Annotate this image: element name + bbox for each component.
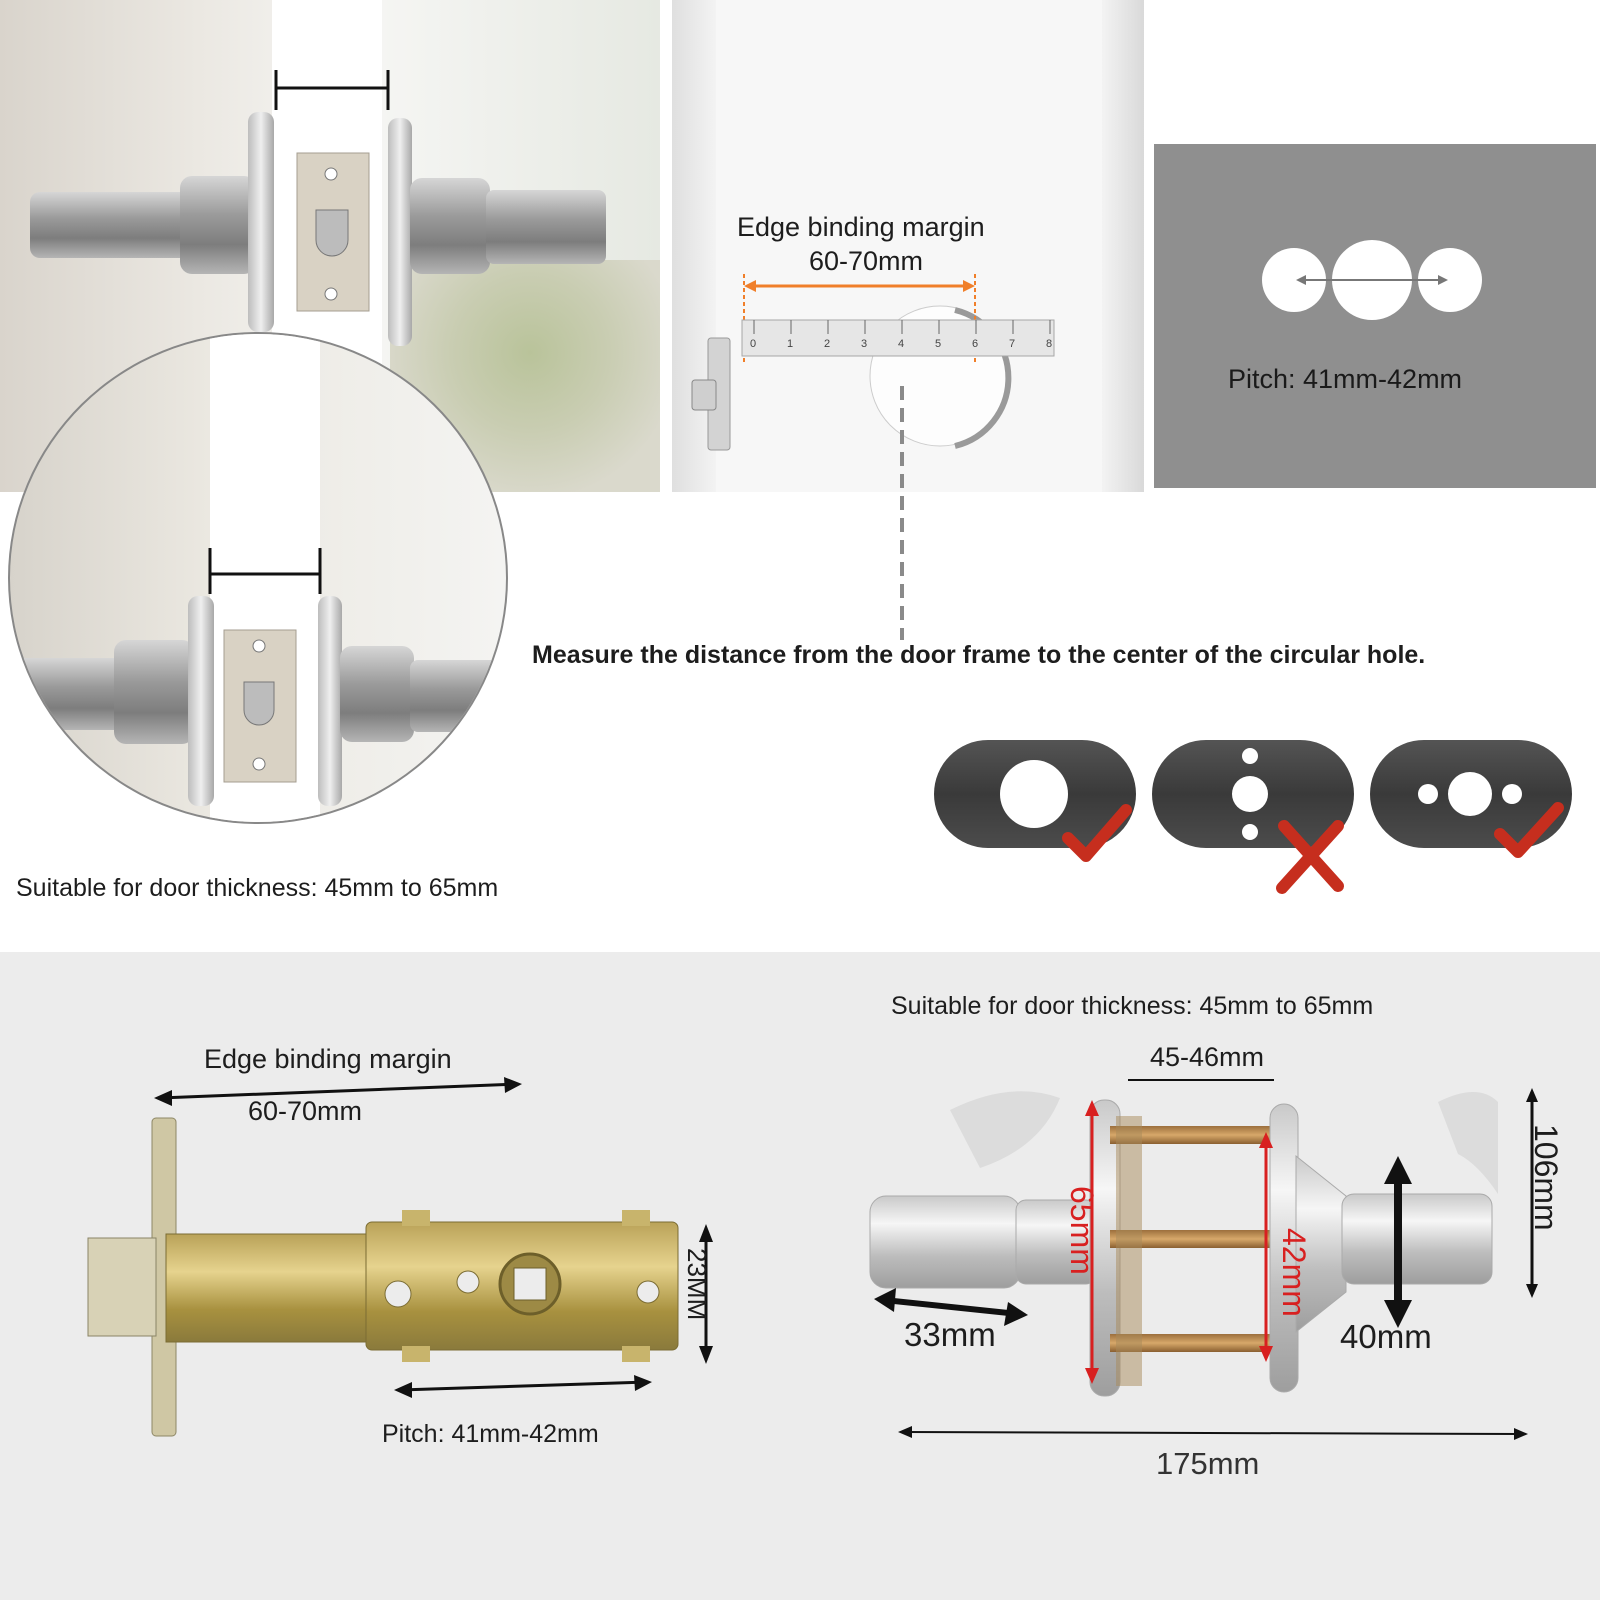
edge-margin-value: 60-70mm: [809, 246, 924, 276]
neck-diameter-label: 40mm: [1340, 1318, 1432, 1355]
ruler-tick-0: 0: [750, 338, 757, 350]
pitch-panel-label: Pitch: 41mm-42mm: [1228, 364, 1463, 394]
magnified-lock-photo: [10, 548, 506, 806]
latch-pitch-label: Pitch: 41mm-42mm: [382, 1420, 599, 1448]
magnified-detail-circle: [8, 332, 508, 824]
bolt-spacing-label: 42mm: [1276, 1228, 1312, 1317]
latch-assembly-drawing: [87, 1077, 713, 1437]
edge-margin-title: Edge binding margin: [737, 212, 985, 242]
rose-spacing-label: 45-46mm: [1150, 1042, 1265, 1072]
door-thickness-caption: Suitable for door thickness: 45mm to 65m…: [16, 874, 499, 902]
ruler-tick-5: 5: [935, 338, 942, 350]
three-hole-plate-icon: [1370, 740, 1572, 858]
hole-pattern-plates: [934, 740, 1572, 894]
single-hole-plate-icon: [934, 740, 1136, 862]
ruler-tick-1: 1: [787, 338, 794, 350]
latch-edge-margin-value: 60-70mm: [248, 1096, 363, 1126]
measurement-instruction: Measure the distance from the door frame…: [532, 641, 1426, 669]
shaft-length-label: 33mm: [904, 1316, 996, 1353]
door-edge-drawing: [691, 274, 1055, 640]
ruler-tick-7: 7: [1009, 338, 1016, 350]
rose-diameter-label: 65mm: [1064, 1186, 1100, 1275]
ruler-tick-8: 8: [1046, 338, 1053, 350]
four-hole-plate-icon: [1152, 740, 1354, 894]
door-frame-panel: [672, 0, 1144, 492]
door-lock-photo: [30, 70, 606, 346]
lever-height-label: 106mm: [1528, 1124, 1564, 1231]
lever-handle-drawing: [869, 1079, 1538, 1440]
ruler-tick-2: 2: [824, 338, 831, 350]
ruler-tick-4: 4: [898, 338, 905, 350]
lever-door-thickness-label: Suitable for door thickness: 45mm to 65m…: [891, 992, 1374, 1020]
latch-edge-margin-title: Edge binding margin: [204, 1044, 452, 1074]
total-length-label: 175mm: [1156, 1446, 1260, 1481]
pitch-holes-diagram: [1262, 240, 1482, 320]
ruler-tick-6: 6: [972, 338, 979, 350]
ruler-tick-3: 3: [861, 338, 868, 350]
latch-height-label: 23MM: [682, 1248, 712, 1321]
frame-right-strip: [1102, 0, 1144, 492]
